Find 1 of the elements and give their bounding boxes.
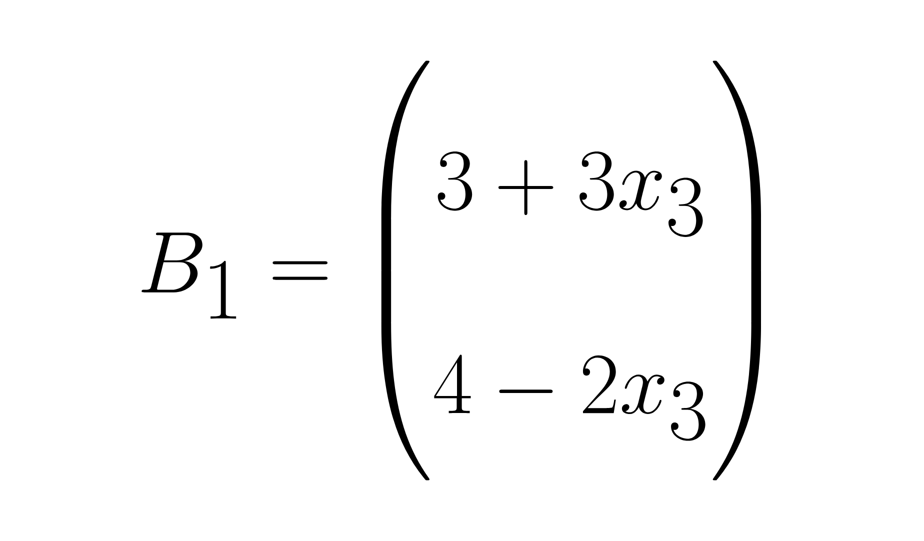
matrix-formula: $B_{1} = \begin{pmatrix} 3+3x_{3} \\ 4-2x_{3} \end{pmatrix}$ [142, 60, 761, 480]
